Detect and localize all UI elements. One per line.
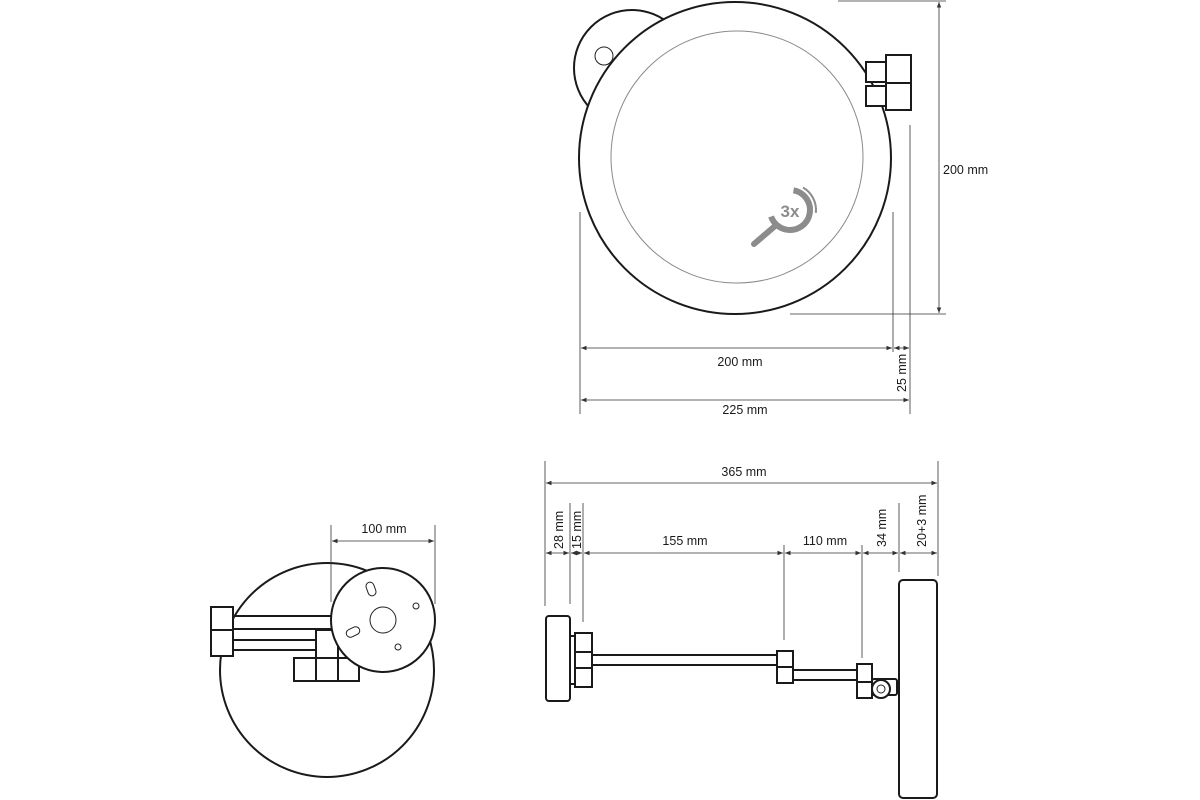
- front-mirror-glass: [610, 30, 864, 284]
- magnification-badge: 3x: [781, 202, 800, 221]
- dim-side-arm-short: 110 mm: [803, 534, 847, 548]
- dim-front-height: 200 mm: [943, 163, 988, 177]
- front-wall-plate-hole: [594, 46, 614, 66]
- side-pivot-knob: [871, 679, 891, 699]
- dim-side-mirror: 20+3 mm: [915, 495, 929, 547]
- dim-top-plate: 100 mm: [361, 522, 406, 536]
- front-hinge: [865, 54, 912, 111]
- dim-side-joint: 15 mm: [570, 511, 584, 549]
- top-joint-block: [210, 629, 234, 657]
- top-view: 100 mm: [210, 522, 436, 778]
- top-mirror-outline: [219, 562, 435, 778]
- side-wall-plate: [545, 615, 571, 702]
- dim-front-depth: 25 mm: [895, 354, 909, 392]
- dim-front-total-width: 225 mm: [722, 403, 767, 417]
- top-joint-block: [210, 606, 234, 631]
- dim-side-base: 28 mm: [552, 511, 566, 549]
- dim-side-total: 365 mm: [721, 465, 766, 479]
- side-view: 365 mm 28 mm 15 mm 155 mm 110 mm 34 mm 2…: [544, 461, 939, 799]
- front-mirror-frame: [578, 1, 892, 315]
- dim-side-arm-long: 155 mm: [662, 534, 707, 548]
- front-view: 3x 200 mm 200 mm 25 mm 225 mm: [573, 0, 988, 417]
- side-mirror: [898, 579, 938, 799]
- dim-side-pivot: 34 mm: [875, 509, 889, 547]
- top-joint-block: [293, 657, 317, 682]
- dim-front-mirror-width: 200 mm: [717, 355, 762, 369]
- top-wall-plate: [330, 567, 436, 673]
- magnifier-icon: 3x: [751, 183, 817, 247]
- top-joint-block: [315, 657, 339, 682]
